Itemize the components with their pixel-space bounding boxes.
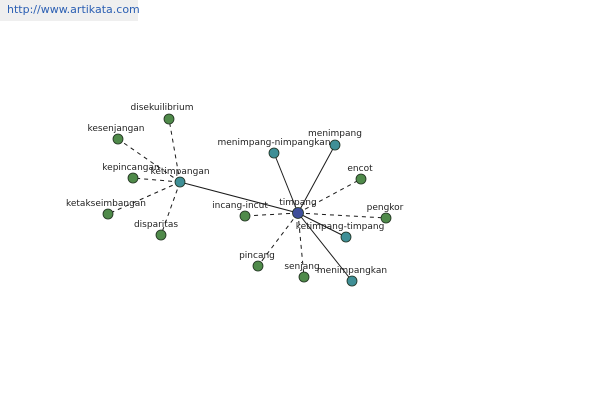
edges-layer [107,118,387,282]
node-label-timpang[interactable]: timpang [279,198,316,208]
node-label-disekuilibrium[interactable]: disekuilibrium [131,103,194,113]
node-label-ketimpangan[interactable]: ketimpangan [150,167,209,177]
node-menimpang[interactable] [329,139,341,151]
node-label-senjang[interactable]: senjang [284,262,319,272]
node-pincang[interactable] [252,260,264,272]
node-label-kesenjangan[interactable]: kesenjangan [87,124,144,134]
node-ketakseimbangan[interactable] [102,208,114,220]
node-label-pengkor[interactable]: pengkor [367,203,404,213]
node-menimpang-nimpangkan[interactable] [268,147,280,159]
node-label-menimpang-nimpangkan[interactable]: menimpang-nimpangkan [217,138,330,148]
node-label-menimpangkan[interactable]: menimpangkan [317,266,387,276]
node-timpang[interactable] [292,207,304,219]
labels-layer: timpang ketimpangan disekuilibrium kesenjan… [66,103,404,276]
edge-timpang-incang-incut [244,212,299,217]
node-label-menimpang[interactable]: menimpang [308,129,362,139]
node-kepincangan[interactable] [127,172,139,184]
node-disekuilibrium[interactable] [163,113,175,125]
node-pengkor[interactable] [380,212,392,224]
edge-ketimpangan-disparitas [160,181,181,236]
node-ketimpang-timpang[interactable] [340,231,352,243]
edge-timpang-ketimpangan [179,181,299,214]
node-label-encot[interactable]: encot [347,164,373,174]
edge-timpang-pincang [257,212,299,267]
edge-timpang-menimpangkan [297,212,353,282]
node-menimpangkan[interactable] [346,275,358,287]
node-ketimpangan[interactable] [174,176,186,188]
node-label-kepincangan[interactable]: kepincangan [102,163,159,173]
edge-timpang-menimpang-nimpangkan [273,152,299,214]
node-incang-incut[interactable] [239,210,251,222]
site-url-link[interactable]: http://www.artikata.com [7,3,140,16]
node-label-ketakseimbangan[interactable]: ketakseimbangan [66,199,146,209]
edge-timpang-senjang [297,212,305,278]
node-label-incang-incut[interactable]: incang-incut [212,201,268,211]
node-label-ketimpang-timpang[interactable]: ketimpang-timpang [296,222,385,232]
nodes-layer [102,113,392,287]
node-disparitas[interactable] [155,229,167,241]
url-banner: http://www.artikata.com [0,0,140,21]
edge-ketimpangan-kepincangan [132,177,181,183]
node-label-pincang[interactable]: pincang [239,251,275,261]
node-label-disparitas[interactable]: disparitas [134,220,178,230]
edge-timpang-menimpang [297,144,336,214]
edge-timpang-ketimpang-timpang [297,212,347,238]
edge-ketimpangan-ketakseimbangan [107,181,181,215]
node-kesenjangan[interactable] [112,133,124,145]
node-encot[interactable] [355,173,367,185]
node-senjang[interactable] [298,271,310,283]
edge-timpang-pengkor [297,212,387,219]
edge-ketimpangan-disekuilibrium [168,118,181,183]
edge-timpang-encot [297,178,362,214]
